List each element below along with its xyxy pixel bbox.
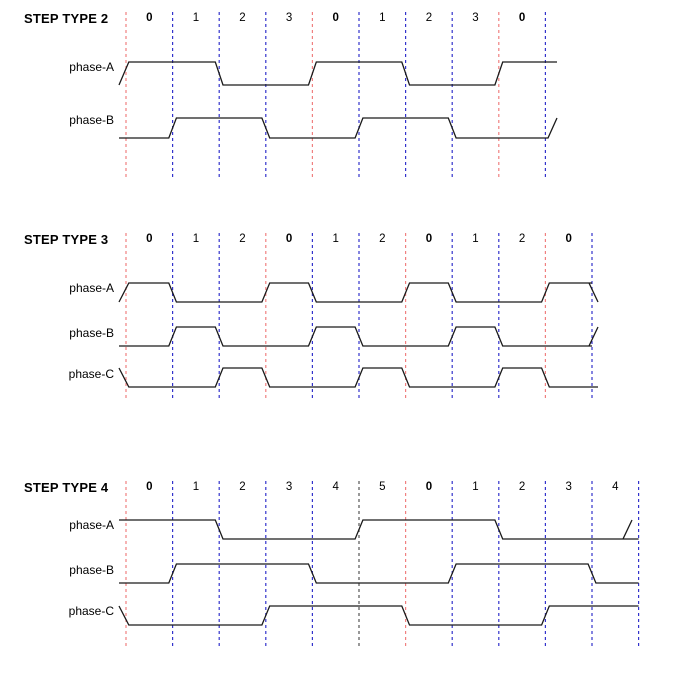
phase-label-phase-C: phase-C <box>68 604 114 618</box>
state-number: 0 <box>425 233 433 245</box>
state-number: 1 <box>472 481 479 493</box>
state-number: 0 <box>565 233 572 245</box>
waveform-phase-A <box>119 519 639 540</box>
state-number: 0 <box>146 481 153 493</box>
phase-label-phase-B: phase-B <box>69 113 114 127</box>
phase-label-phase-A: phase-A <box>69 60 114 74</box>
state-number: 3 <box>285 12 293 24</box>
state-number: 0 <box>518 12 526 24</box>
step-type-4-title: STEP TYPE 4 <box>24 480 109 495</box>
state-number: 4 <box>332 481 339 493</box>
waveform-phase-B <box>119 326 599 347</box>
phase-label-phase-A: phase-A <box>69 281 114 295</box>
state-number: 1 <box>332 233 339 245</box>
state-number: 3 <box>565 481 572 493</box>
state-number: 2 <box>239 12 246 24</box>
state-number: 0 <box>285 233 293 245</box>
state-number: 0 <box>425 481 433 493</box>
state-number: 2 <box>239 233 246 245</box>
state-number: 3 <box>285 481 293 493</box>
waveform-phase-C <box>118 605 639 626</box>
waveform-phase-A <box>118 61 557 86</box>
state-number: 1 <box>379 12 386 24</box>
state-number: 0 <box>146 12 153 24</box>
step-type-2-title: STEP TYPE 2 <box>24 11 109 26</box>
state-number: 2 <box>379 233 386 245</box>
step-type-3-title: STEP TYPE 3 <box>24 232 109 247</box>
state-number: 2 <box>239 481 246 493</box>
state-number: 4 <box>612 481 619 493</box>
state-number: 2 <box>425 12 433 24</box>
waveform-phase-B <box>119 563 639 584</box>
state-number: 2 <box>518 233 526 245</box>
state-number: 1 <box>472 233 479 245</box>
phase-label-phase-A: phase-A <box>69 518 114 532</box>
phase-label-phase-B: phase-B <box>69 326 114 340</box>
state-number: 1 <box>192 233 200 245</box>
state-number: 5 <box>379 481 386 493</box>
state-number: 0 <box>332 12 339 24</box>
state-number: 1 <box>192 481 200 493</box>
state-number: 1 <box>192 12 200 24</box>
waveform-phase-A <box>118 282 599 303</box>
waveform-phase-C <box>118 367 598 388</box>
state-number: 0 <box>146 233 153 245</box>
state-number: 3 <box>472 12 479 24</box>
phase-label-phase-C: phase-C <box>68 367 114 381</box>
phase-label-phase-B: phase-B <box>69 563 114 577</box>
state-number: 2 <box>518 481 526 493</box>
waveform-phase-B <box>119 117 558 139</box>
